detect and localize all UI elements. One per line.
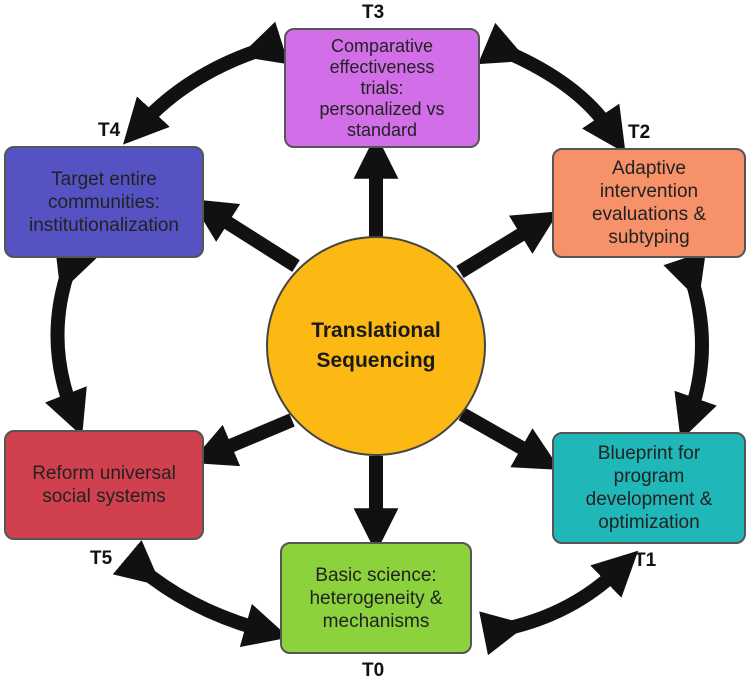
stage-box-t2: Adaptive intervention evaluations & subt… — [552, 148, 746, 258]
ring-arrow-t2-t1 — [663, 250, 717, 441]
stage-text-t1: Blueprint for program development & opti… — [585, 443, 713, 533]
stage-label-t2: T2 — [628, 122, 651, 143]
stage-text-t4: Target entire communities: institutional… — [29, 168, 179, 236]
stage-box-t0: Basic science: heterogeneity & mechanism… — [280, 542, 472, 654]
ring-arrow-t3-t4 — [123, 21, 289, 145]
spoke-arrow-t4 — [190, 199, 300, 272]
stage-text-t0: Basic science: heterogeneity & mechanism… — [309, 564, 443, 632]
ring-arrow-t3-t2 — [477, 22, 626, 154]
stage-text-t2: Adaptive intervention evaluations & subt… — [591, 158, 707, 248]
stage-box-t5: Reform universal social systems — [4, 430, 204, 540]
ring-arrow-t4-t5 — [45, 242, 97, 437]
stage-label-t1: T1 — [634, 550, 657, 571]
stage-label-t5: T5 — [90, 548, 113, 569]
stage-label-t0: T0 — [362, 660, 385, 681]
stage-label-t3: T3 — [362, 2, 385, 23]
stage-label-t4: T4 — [98, 120, 121, 141]
ring-arrow-t5-t0 — [112, 540, 289, 648]
center-circle: Translational Sequencing — [266, 236, 486, 456]
spoke-arrow-t2 — [456, 211, 559, 278]
stage-box-t1: Blueprint for program development & opti… — [552, 432, 746, 544]
spoke-arrow-t1 — [458, 407, 561, 470]
stage-text-t5: Reform universal social systems — [32, 463, 176, 507]
ring-arrow-t0-t1 — [479, 550, 639, 656]
stage-box-t3: Comparative effectiveness trials: person… — [284, 28, 480, 148]
spoke-arrow-t5 — [190, 413, 295, 467]
stage-text-t3: Comparative effectiveness trials: person… — [319, 35, 445, 140]
stage-box-t4: Target entire communities: institutional… — [4, 146, 204, 258]
center-label: Translational Sequencing — [311, 319, 441, 372]
